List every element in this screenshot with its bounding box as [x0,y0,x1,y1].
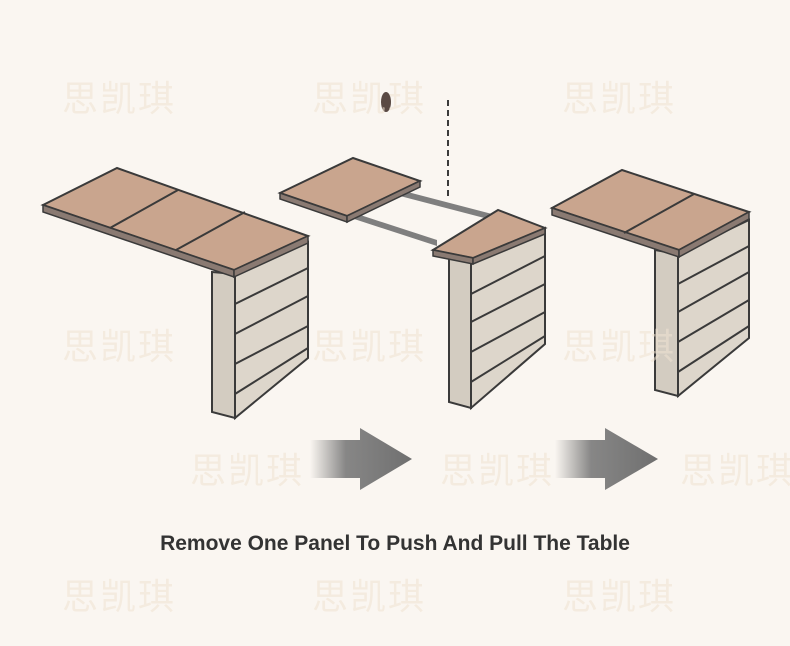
arrow-step-2 [555,428,658,490]
removed-panel-marker [381,92,391,112]
tabletop-full [40,166,311,279]
pushed-table [549,168,752,399]
cabinet-middle [448,226,546,411]
cabinet-left [211,240,309,421]
caption: Remove One Panel To Push And Pull The Ta… [160,532,630,555]
tabletop-end-piece [430,208,548,266]
panel-removed [277,92,548,411]
arrow-step-1 [310,428,412,490]
detached-panel [277,156,423,224]
slide-rails [345,190,492,246]
extended-table [40,166,311,421]
tabletop-short [549,168,752,259]
